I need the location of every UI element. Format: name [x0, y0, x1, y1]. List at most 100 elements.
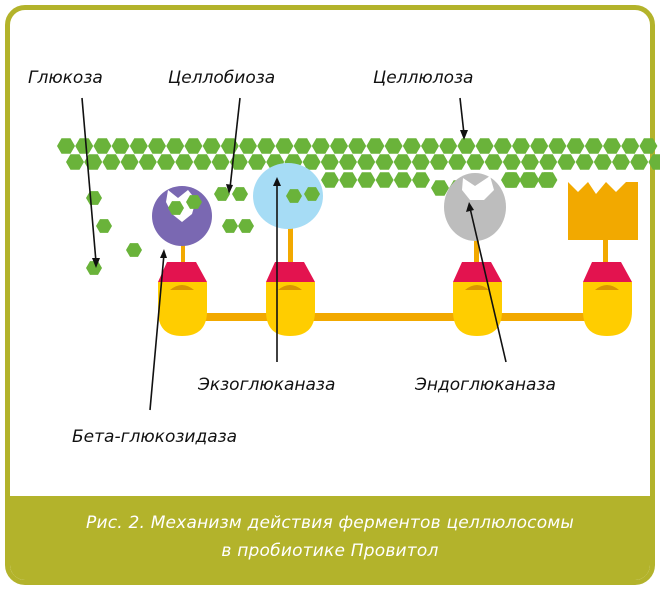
glucose-unit	[475, 138, 494, 154]
glucose-unit	[102, 154, 121, 170]
glucose-unit	[621, 138, 640, 154]
glucose-unit	[375, 172, 394, 188]
beta-glucosidase-enzyme	[152, 186, 212, 246]
glucose-unit	[248, 154, 266, 170]
glucose-unit	[111, 138, 130, 154]
glucose-unit	[129, 138, 148, 154]
glucose-molecule	[238, 219, 254, 233]
glucose-unit	[612, 154, 630, 170]
glucose-molecule	[86, 261, 102, 275]
glucose-unit	[148, 138, 166, 154]
glucose-unit	[211, 154, 230, 170]
glucose-unit	[321, 172, 339, 188]
glucose-unit	[566, 138, 585, 154]
scaffoldin-line	[180, 313, 600, 321]
cohesin-dockerin-module-2	[266, 262, 315, 336]
glucose-unit	[512, 138, 530, 154]
cbm-linker	[603, 238, 608, 264]
glucose-molecule	[86, 191, 102, 205]
glucose-unit	[421, 138, 439, 154]
glucose-molecule	[304, 187, 320, 201]
glucose-unit	[166, 138, 185, 154]
glucose-unit	[138, 154, 157, 170]
label-cellobiose: Целлобиоза	[168, 68, 276, 88]
glucose-unit	[521, 154, 539, 170]
glucose-unit	[57, 138, 75, 154]
glucose-unit	[257, 138, 276, 154]
glucose-unit	[603, 138, 621, 154]
glucose-unit	[193, 154, 212, 170]
glucose-molecule	[96, 219, 112, 233]
glucose-unit	[339, 172, 358, 188]
glucose-unit	[293, 138, 312, 154]
glucose-unit	[557, 154, 576, 170]
glucose-unit	[548, 138, 567, 154]
glucose-unit	[175, 154, 194, 170]
glucose-unit	[66, 154, 84, 170]
glucose-unit	[202, 138, 221, 154]
glucose-unit	[393, 154, 412, 170]
glucose-unit	[539, 154, 558, 170]
glucose-unit	[648, 154, 660, 170]
glucose-unit	[630, 154, 649, 170]
glucose-molecule	[168, 201, 184, 215]
glucose-unit	[330, 138, 348, 154]
figure-card: Рис. 2. Механизм действия ферментов целл…	[5, 5, 655, 585]
glucose-unit	[339, 154, 357, 170]
glucose-unit	[220, 138, 239, 154]
cohesin-dockerin-module-4	[583, 262, 632, 336]
glucose-unit	[275, 138, 294, 154]
glucose-unit	[493, 138, 512, 154]
free-glucose-molecules	[86, 187, 320, 275]
cellulose-binding-module	[568, 182, 638, 240]
glucose-unit	[484, 154, 503, 170]
glucose-unit	[357, 154, 376, 170]
glucose-unit	[439, 138, 458, 154]
label-beta-glucosidase: Бета-глюкозидаза	[72, 427, 238, 447]
glucose-unit	[593, 154, 612, 170]
glucose-unit	[402, 138, 421, 154]
glucose-unit	[430, 154, 448, 170]
glucose-unit	[431, 180, 449, 196]
caption-line-2: в пробиотике Провитол	[221, 541, 439, 561]
glucose-unit	[502, 154, 521, 170]
glucose-unit	[366, 138, 385, 154]
glucose-unit	[501, 172, 519, 188]
glucose-molecule	[286, 189, 302, 203]
glucose-unit	[229, 154, 248, 170]
caption-line-1: Рис. 2. Механизм действия ферментов целл…	[86, 513, 574, 533]
cohesin-dockerin-module-3	[453, 262, 502, 336]
glucose-unit	[411, 154, 430, 170]
glucose-molecule	[126, 243, 142, 257]
endoglucanase-enzyme	[444, 173, 506, 241]
label-cellulose: Целлюлоза	[373, 68, 474, 88]
glucose-unit	[448, 154, 467, 170]
glucose-unit	[320, 154, 339, 170]
label-exoglucanase: Экзоглюканаза	[198, 375, 336, 395]
label-glucose: Глюкоза	[28, 68, 103, 88]
glucose-unit	[466, 154, 485, 170]
glucose-unit	[412, 172, 430, 188]
glucose-unit	[639, 138, 658, 154]
glucose-unit	[157, 154, 175, 170]
glucose-unit	[530, 138, 549, 154]
glucose-unit	[75, 138, 94, 154]
exoglucanase-linker	[288, 228, 293, 264]
glucose-unit	[120, 154, 139, 170]
glucose-molecule	[214, 187, 230, 201]
glucose-unit	[302, 154, 321, 170]
pointer-lines	[81, 97, 507, 411]
glucose-unit	[348, 138, 367, 154]
glucose-unit	[575, 154, 594, 170]
glucose-unit	[537, 172, 556, 188]
glucose-molecule	[232, 187, 248, 201]
glucose-unit	[384, 138, 403, 154]
glucose-unit	[357, 172, 376, 188]
glucose-unit	[457, 138, 476, 154]
caption-box: Рис. 2. Механизм действия ферментов целл…	[10, 496, 650, 580]
glucose-unit	[239, 138, 257, 154]
label-endoglucanase: Эндоглюканаза	[415, 375, 556, 395]
glucose-unit	[519, 172, 538, 188]
glucose-molecule	[222, 219, 238, 233]
